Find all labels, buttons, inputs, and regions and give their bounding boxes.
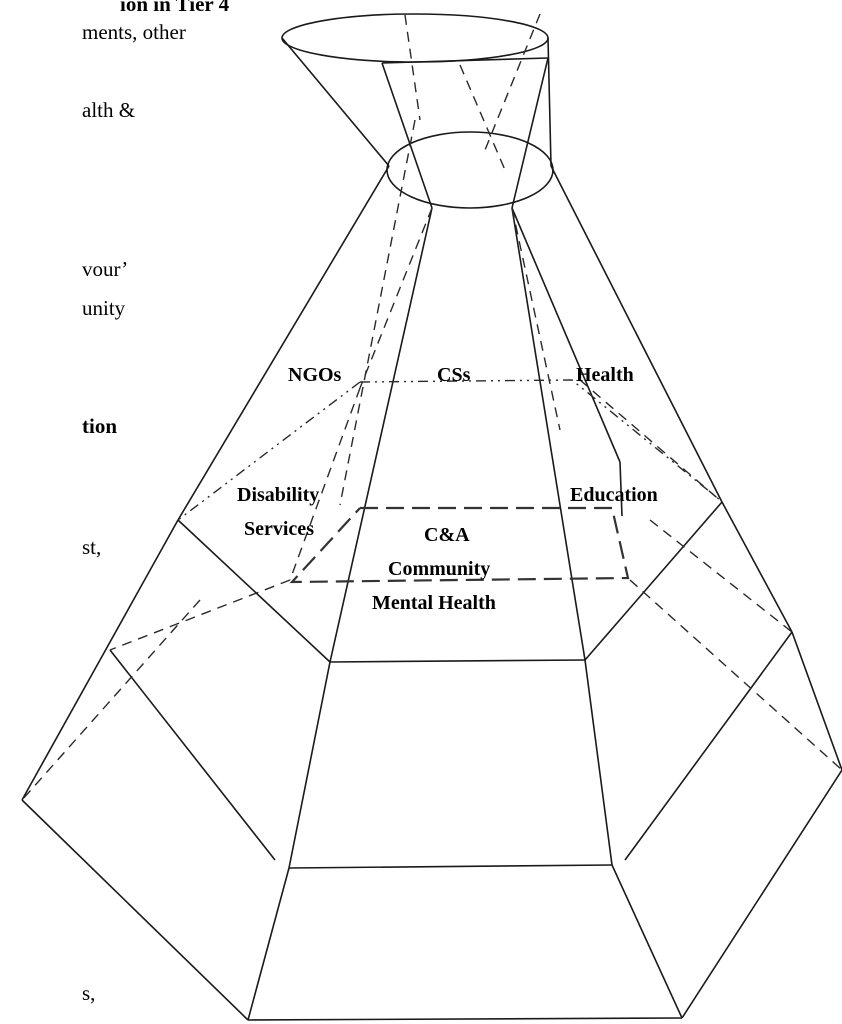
funnel-dashed-3 — [459, 64, 506, 171]
front-right-edge-upper — [511, 207, 586, 661]
text-fragment: vour’ — [82, 257, 129, 281]
pyramid-outer-right-mid — [721, 501, 793, 633]
pyramid-outer-right-lower — [791, 631, 842, 771]
inner-right-line-1 — [511, 207, 621, 463]
front-left-edge-lower — [247, 867, 290, 1021]
funnel-inner-top — [381, 57, 549, 64]
inner-rectangle — [289, 506, 630, 584]
left-face-lower-edge — [109, 649, 276, 861]
tier-separator-upper — [329, 659, 586, 663]
pyramid-base — [247, 1017, 683, 1021]
label-education: Education — [570, 484, 658, 506]
right-face-lower-edge — [624, 631, 793, 861]
label-disability: Disability — [237, 484, 319, 506]
back-dashed-right-2 — [649, 519, 793, 633]
upper-tier-left-outline — [177, 381, 361, 521]
funnel-inner-left — [381, 62, 433, 209]
back-dashed-left-4 — [109, 579, 291, 651]
front-left-edge-upper — [329, 207, 433, 663]
text-fragment: s, — [82, 981, 96, 1005]
front-right-edge-mid — [584, 659, 613, 866]
pyramid-outer-right-upper — [550, 165, 723, 503]
text-fragment: alth & — [82, 98, 136, 122]
back-dashed-right-4 — [511, 207, 561, 431]
right-face-upper-edge — [584, 501, 723, 661]
front-left-edge-mid — [288, 661, 331, 869]
back-dashed-right-3 — [579, 379, 723, 503]
label-css: CSs — [437, 364, 471, 386]
pyramid-outer-left-mid — [99, 519, 179, 661]
left-face-upper-edge — [177, 519, 331, 663]
pyramid-outer-left-lower — [21, 659, 101, 801]
label-ngos: NGOs — [288, 364, 342, 386]
label-services: Services — [244, 518, 314, 540]
label-community: Community — [388, 558, 490, 580]
label-ca: C&A — [424, 524, 470, 546]
tier-separator-lower — [288, 864, 613, 869]
text-fragment: unity — [82, 296, 126, 320]
back-dashed-right-1 — [629, 579, 842, 771]
text-fragment: ments, other — [82, 20, 186, 44]
front-right-edge-lower — [611, 864, 683, 1019]
back-dashed-left-2 — [289, 387, 361, 581]
funnel-inner-right — [511, 57, 549, 209]
back-dashed-left-5 — [21, 599, 201, 801]
label-health: Health — [576, 364, 634, 386]
inner-right-line-2 — [619, 461, 623, 517]
funnel-dashed-1 — [404, 14, 421, 121]
label-mental-health: Mental Health — [372, 592, 496, 614]
funnel-dashed-2 — [484, 13, 541, 151]
back-dashed-left-1 — [359, 207, 433, 389]
funnel-left-edge — [281, 37, 390, 167]
back-dashed-left-3 — [339, 119, 416, 506]
diagram-background — [18, 20, 842, 1024]
text-fragment-heading: ion in Tier 4 — [120, 0, 230, 16]
text-fragment: st, — [82, 535, 102, 559]
pyramid-outer-right-base — [681, 769, 842, 1019]
text-fragment-heading: tion — [82, 414, 118, 438]
pyramid-outer-left-base — [21, 799, 249, 1021]
upper-tier-back-outline — [359, 379, 721, 501]
pyramid-outer-left-upper — [177, 165, 390, 521]
